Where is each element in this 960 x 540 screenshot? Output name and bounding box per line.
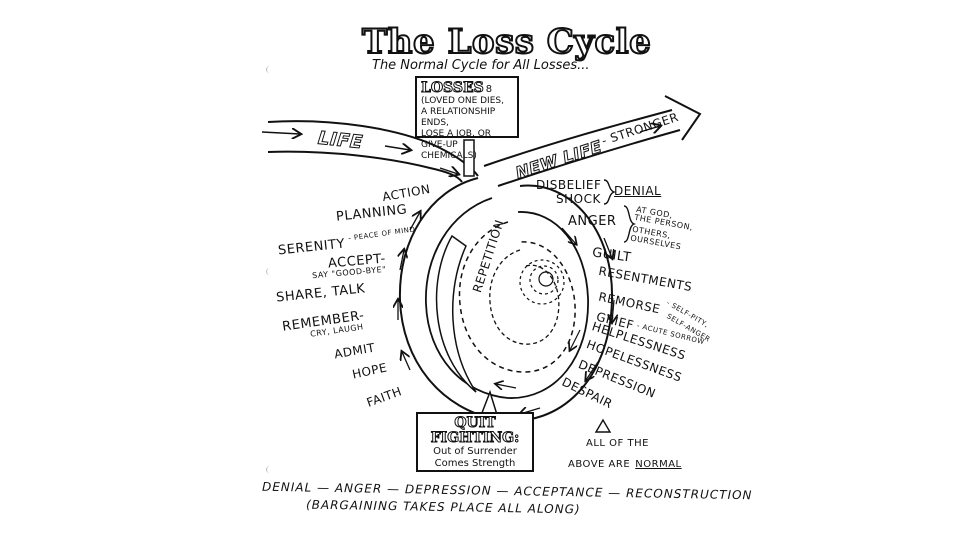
binder-hole xyxy=(266,268,274,275)
binder-hole xyxy=(266,66,274,73)
quit-line: Out of Surrender xyxy=(433,446,517,457)
binder-hole xyxy=(266,466,274,473)
normal-note-emphasis: NORMAL xyxy=(635,459,682,470)
new-life-arrowhead xyxy=(664,95,702,141)
anger-brace xyxy=(623,205,637,243)
spiral-arrow xyxy=(603,237,612,258)
stage-anger: ANGER xyxy=(568,214,617,229)
spiral-second xyxy=(425,197,589,399)
spiral-core-ring xyxy=(538,271,554,287)
diagram-title: The Loss Cycle xyxy=(361,21,652,63)
losses-line: LOSE A JOB, OR xyxy=(421,129,492,139)
quit-title: QUIT xyxy=(454,415,496,431)
life-label: LIFE xyxy=(317,127,365,154)
normal-note-line2: ABOVE ARE NORMAL xyxy=(568,452,682,471)
losses-box: LOSSES 8 (LOVED ONE DIES, A RELATIONSHIP… xyxy=(415,76,519,161)
quit-line: Comes Strength xyxy=(434,458,516,469)
new-life-arrow xyxy=(639,126,660,132)
spiral-arrow xyxy=(612,299,614,322)
triangle-icon xyxy=(594,418,612,433)
spiral-arrow xyxy=(496,384,517,388)
fighting-title: FIGHTING: xyxy=(430,430,520,446)
quit-pointer xyxy=(479,389,499,419)
new-life-band-lower xyxy=(497,129,681,187)
normal-note-line1: ALL OF THE xyxy=(586,438,649,449)
new-life-band-upper xyxy=(483,109,673,167)
stage-shock: SHOCK xyxy=(556,192,601,206)
denial-brace xyxy=(603,179,617,205)
stage-denial: DENIAL xyxy=(614,184,662,198)
losses-title: LOSSES xyxy=(421,80,485,97)
spiral-core-ring xyxy=(529,265,559,295)
spiral-arrow xyxy=(400,250,404,271)
inner-crescent xyxy=(435,234,477,393)
stage-disbelief: DISBELIEF xyxy=(536,178,602,192)
losses-marker: 8 xyxy=(485,84,493,95)
spiral-third xyxy=(458,221,576,373)
diagram-subtitle: The Normal Cycle for All Losses... xyxy=(372,58,590,73)
normal-note-prefix: ABOVE ARE xyxy=(568,459,631,470)
losses-post xyxy=(463,139,475,177)
spiral-arrow xyxy=(570,329,581,350)
losses-line: (LOVED ONE DIES, xyxy=(421,96,504,106)
life-arrow xyxy=(384,146,410,150)
losses-line: A RELATIONSHIP ENDS, xyxy=(421,107,496,128)
spiral-arrow xyxy=(409,212,420,231)
spiral-fourth xyxy=(489,249,560,345)
spiral-arrow xyxy=(561,227,576,244)
spiral-arrow xyxy=(402,352,411,371)
life-arrow xyxy=(261,132,300,134)
life-arrow xyxy=(439,168,458,174)
quit-fighting-box: QUIT FIGHTING: Out of Surrender Comes St… xyxy=(416,412,534,472)
losses-line: GIVE-UP CHEMICALS) xyxy=(421,140,477,161)
spiral-arrow xyxy=(586,361,599,380)
spiral-core-ring xyxy=(519,259,565,305)
